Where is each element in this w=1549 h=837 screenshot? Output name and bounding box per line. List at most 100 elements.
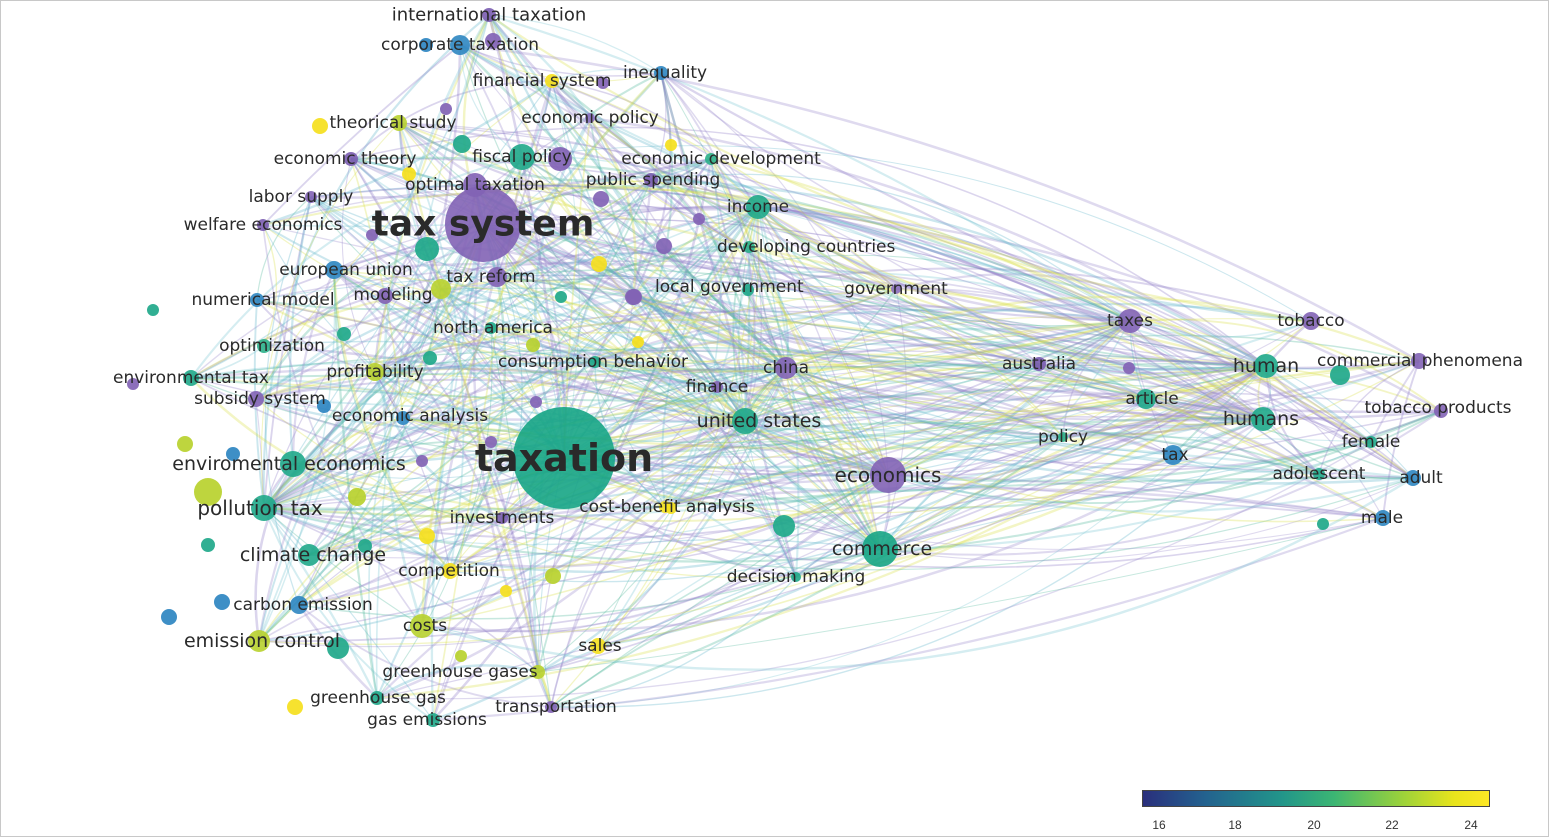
minor-node-dot[interactable] — [530, 396, 542, 408]
minor-node-dot[interactable] — [693, 213, 705, 225]
minor-node-dot[interactable] — [548, 147, 572, 171]
label-cost-benefit-analysis[interactable]: cost-benefit analysis — [579, 497, 755, 517]
label-decision-making[interactable]: decision making — [727, 567, 866, 587]
node-international-taxation[interactable] — [482, 8, 496, 22]
minor-node-dot[interactable] — [423, 351, 437, 365]
minor-node-dot[interactable] — [500, 585, 512, 597]
node-tax-reform[interactable] — [487, 267, 507, 287]
node-optimal-taxation[interactable] — [463, 173, 487, 197]
minor-node-dot[interactable] — [402, 167, 416, 181]
label-enviromental-economics[interactable]: enviromental economics — [172, 453, 405, 475]
node-policy[interactable] — [1058, 432, 1068, 442]
minor-node-dot[interactable] — [485, 33, 501, 49]
minor-node-dot[interactable] — [742, 284, 754, 296]
minor-node-dot[interactable] — [440, 103, 452, 115]
label-welfare-economics[interactable]: welfare economics — [184, 215, 343, 235]
label-carbon-emission[interactable]: carbon emission — [233, 595, 372, 615]
minor-node-dot[interactable] — [161, 609, 177, 625]
label-adult[interactable]: adult — [1399, 468, 1443, 488]
node-finance[interactable] — [711, 381, 723, 393]
label-economic-policy[interactable]: economic policy — [521, 108, 658, 128]
minor-node-dot[interactable] — [177, 436, 193, 452]
node-united-states[interactable] — [732, 408, 758, 434]
node-tobacco-products[interactable] — [1434, 404, 1448, 418]
node-taxes[interactable] — [1118, 309, 1142, 333]
node-economics[interactable] — [870, 457, 906, 493]
node-economic-development[interactable] — [705, 153, 717, 165]
minor-node-dot[interactable] — [1330, 365, 1350, 385]
label-income[interactable]: income — [727, 197, 789, 217]
label-finance[interactable]: finance — [686, 377, 748, 397]
node-theorical-study[interactable] — [391, 115, 407, 131]
label-commerce[interactable]: commerce — [832, 538, 932, 560]
node-local-government[interactable] — [625, 289, 641, 305]
label-human[interactable]: human — [1233, 355, 1299, 377]
label-adolescent[interactable]: adolescent — [1273, 464, 1366, 484]
node-modeling[interactable] — [431, 279, 451, 299]
label-taxation[interactable]: taxation — [475, 436, 653, 480]
minor-node-dot[interactable] — [545, 568, 561, 584]
minor-node-dot[interactable] — [416, 455, 428, 467]
node-humans[interactable] — [1251, 407, 1275, 431]
node-female[interactable] — [1365, 436, 1377, 448]
node-tobacco[interactable] — [1302, 312, 1320, 330]
label-united-states[interactable]: united states — [697, 410, 822, 432]
minor-node-dot[interactable] — [337, 327, 351, 341]
minor-node-dot[interactable] — [455, 650, 467, 662]
label-sales[interactable]: sales — [578, 636, 621, 656]
label-china[interactable]: china — [763, 358, 809, 378]
node-sales[interactable] — [590, 638, 606, 654]
label-european-union[interactable]: european union — [279, 260, 413, 280]
node-tax-system[interactable] — [445, 186, 521, 262]
node-developing-countries[interactable] — [743, 241, 755, 253]
node-public-spending[interactable] — [644, 173, 658, 187]
node-fiscal-policy[interactable] — [509, 144, 535, 170]
label-profitability[interactable]: profitability — [326, 362, 423, 382]
node-tax[interactable] — [1163, 445, 1183, 465]
node-european-union[interactable] — [325, 261, 343, 279]
label-emission-control[interactable]: emission control — [184, 630, 340, 652]
node-transportation[interactable] — [545, 701, 557, 713]
label-male[interactable]: male — [1361, 508, 1403, 528]
node-government[interactable] — [891, 284, 901, 294]
label-north-america[interactable]: north america — [433, 318, 553, 338]
minor-node-dot[interactable] — [127, 378, 139, 390]
minor-node-dot[interactable] — [287, 699, 303, 715]
minor-node-dot[interactable] — [632, 336, 644, 348]
label-greenhouse-gases[interactable]: greenhouse gases — [382, 662, 537, 682]
label-local-government[interactable]: local government — [655, 277, 804, 297]
label-humans[interactable]: humans — [1223, 408, 1299, 430]
minor-node-dot[interactable] — [1123, 362, 1135, 374]
node-gas-emissions[interactable] — [426, 713, 440, 727]
node-income[interactable] — [746, 195, 770, 219]
label-transportation[interactable]: transportation — [495, 697, 617, 717]
node-cost-benefit-analysis[interactable] — [659, 501, 671, 513]
label-tax-system[interactable]: tax system — [372, 204, 595, 245]
node-subsidy-system[interactable] — [248, 391, 264, 407]
label-tobacco-products[interactable]: tobacco products — [1364, 398, 1511, 418]
minor-node-dot[interactable] — [773, 515, 795, 537]
minor-node-dot[interactable] — [226, 447, 240, 461]
node-north-america[interactable] — [485, 322, 497, 334]
label-article[interactable]: article — [1125, 389, 1178, 409]
label-developing-countries[interactable]: developing countries — [717, 237, 896, 257]
minor-node-dot[interactable] — [485, 436, 497, 448]
minor-node-dot[interactable] — [419, 38, 433, 52]
node-financial-system[interactable] — [545, 74, 559, 88]
node-commerce[interactable] — [862, 531, 898, 567]
minor-node-dot[interactable] — [593, 191, 609, 207]
minor-node-dot[interactable] — [415, 237, 439, 261]
minor-node-dot[interactable] — [526, 338, 540, 352]
node-taxation[interactable] — [513, 407, 615, 509]
label-labor-supply[interactable]: labor supply — [249, 187, 354, 207]
label-pollution-tax[interactable]: pollution tax — [197, 496, 322, 520]
label-consumption-behavior[interactable]: consumption behavior — [498, 352, 688, 372]
node-greenhouse-gases[interactable] — [531, 665, 545, 679]
minor-node-dot[interactable] — [597, 77, 609, 89]
minor-node-dot[interactable] — [317, 399, 331, 413]
label-fiscal-policy[interactable]: fiscal policy — [472, 147, 572, 167]
label-numerical-model[interactable]: numerical model — [191, 290, 334, 310]
label-tobacco[interactable]: tobacco — [1277, 311, 1344, 331]
